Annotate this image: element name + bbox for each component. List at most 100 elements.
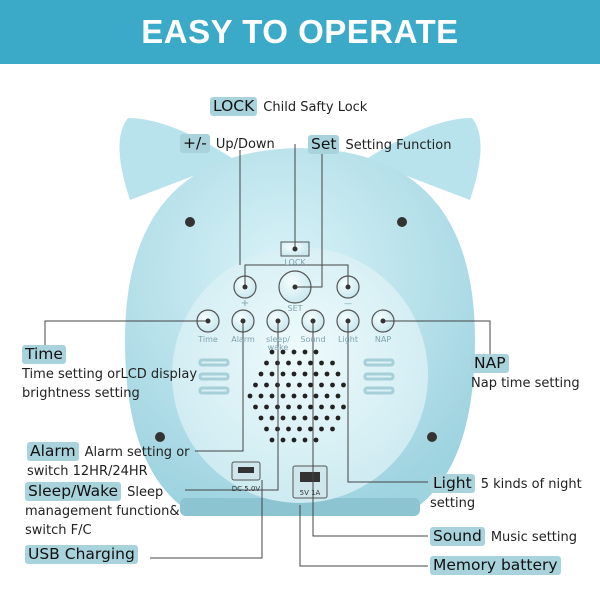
- speaker-hole: [313, 437, 319, 443]
- speaker-hole: [269, 371, 275, 377]
- nap-tag: NAP: [471, 354, 509, 373]
- speaker-hole: [258, 371, 264, 377]
- speaker-hole: [324, 415, 330, 421]
- minus-label: —: [344, 299, 352, 308]
- speaker-hole: [297, 404, 302, 410]
- sound-button-label: Sound: [300, 335, 326, 344]
- speaker-hole: [286, 426, 291, 432]
- set-desc: Setting Function: [345, 138, 452, 153]
- speaker-hole: [297, 382, 302, 388]
- callout-sleep-wake: Sleep/Wake Sleep management function&switc…: [25, 482, 179, 540]
- speaker-hole: [280, 415, 286, 421]
- lock-desc: Child Safty Lock: [263, 100, 368, 115]
- memory-tag: Memory battery: [430, 556, 561, 575]
- speaker-hole: [308, 360, 313, 366]
- usb-tag: USB Charging: [25, 545, 138, 564]
- callout-memory: Memory battery: [430, 556, 567, 576]
- speaker-hole: [308, 382, 313, 388]
- face-plate: [172, 247, 428, 503]
- nap-button-label: NAP: [374, 335, 392, 344]
- speaker-hole: [313, 415, 319, 421]
- speaker-hole: [308, 404, 313, 410]
- sleep-button-label: sleep/ wake: [265, 335, 290, 352]
- callout-sound: Sound Music setting: [430, 527, 577, 547]
- speaker-hole: [291, 371, 297, 377]
- speaker-hole: [286, 404, 291, 410]
- speaker-hole: [258, 415, 264, 421]
- lock-label: LOCK: [284, 258, 306, 267]
- speaker-hole: [297, 426, 302, 432]
- speaker-grille: [247, 349, 346, 443]
- speaker-hole: [280, 437, 286, 443]
- speaker-hole: [335, 371, 341, 377]
- speaker-hole: [264, 382, 269, 388]
- speaker-hole: [297, 360, 302, 366]
- lock-tag: LOCK: [210, 97, 258, 116]
- speaker-hole: [291, 437, 297, 443]
- sleep-desc: Sleep: [127, 485, 164, 500]
- right-ear: [365, 118, 481, 200]
- sound-desc: Music setting: [490, 530, 578, 545]
- title-banner: EASY TO OPERATE: [0, 0, 600, 64]
- sleep-desc-2: management function&: [25, 504, 180, 519]
- set-label: SET: [287, 304, 303, 313]
- speaker-hole: [269, 415, 275, 421]
- alarm-desc-2: switch 12HR/24HR: [27, 464, 148, 479]
- speaker-hole: [324, 393, 330, 399]
- callout-alarm: Alarm Alarm setting or switch 12HR/24HR: [27, 442, 190, 481]
- speaker-hole: [319, 382, 324, 388]
- speaker-hole: [264, 426, 269, 432]
- speaker-hole: [269, 349, 275, 355]
- speaker-hole: [319, 404, 324, 410]
- time-tag: Time: [22, 345, 66, 364]
- speaker-hole: [253, 404, 258, 410]
- speaker-hole: [258, 393, 264, 399]
- callout-lock: LOCK Child Safty Lock: [210, 97, 367, 117]
- updown-desc: Up/Down: [215, 137, 275, 152]
- left-ear: [119, 118, 235, 200]
- speaker-hole: [313, 371, 319, 377]
- vents: [198, 358, 395, 395]
- plus-label: +: [240, 298, 250, 309]
- alarm-tag: Alarm: [27, 442, 79, 461]
- speaker-hole: [302, 415, 308, 421]
- speaker-hole: [280, 349, 286, 355]
- speaker-hole: [286, 382, 291, 388]
- speaker-hole: [319, 426, 324, 432]
- callout-set: Set Setting Function: [308, 135, 451, 155]
- sound-tag: Sound: [430, 527, 485, 546]
- speaker-hole: [324, 371, 330, 377]
- speaker-hole: [269, 393, 275, 399]
- leader-lines: [44, 144, 491, 567]
- callout-updown: +/-Up/Down: [180, 134, 275, 154]
- light-tag: Light: [430, 474, 475, 493]
- speaker-hole: [247, 393, 253, 399]
- alarm-desc: Alarm setting or: [84, 445, 190, 460]
- speaker-hole: [341, 382, 346, 388]
- sleep-desc-3: switch F/C: [25, 523, 92, 538]
- speaker-hole: [330, 360, 335, 366]
- speaker-hole: [319, 360, 324, 366]
- speaker-hole: [291, 415, 297, 421]
- speaker-hole: [302, 371, 308, 377]
- speaker-hole: [335, 393, 341, 399]
- screws: [155, 217, 437, 442]
- speaker-hole: [308, 426, 313, 432]
- speaker-hole: [302, 437, 308, 443]
- speaker-hole: [302, 349, 308, 355]
- speaker-hole: [280, 371, 286, 377]
- speaker-hole: [286, 360, 291, 366]
- usb-port-label: 5V 1A: [299, 489, 321, 497]
- time-desc-2: brightness setting: [22, 386, 140, 401]
- page-title: EASY TO OPERATE: [141, 13, 459, 50]
- speaker-hole: [253, 382, 258, 388]
- speaker-hole: [280, 393, 286, 399]
- set-tag: Set: [308, 135, 340, 154]
- light-desc-2: setting: [430, 496, 476, 511]
- sleep-tag: Sleep/Wake: [25, 482, 122, 501]
- speaker-hole: [291, 393, 297, 399]
